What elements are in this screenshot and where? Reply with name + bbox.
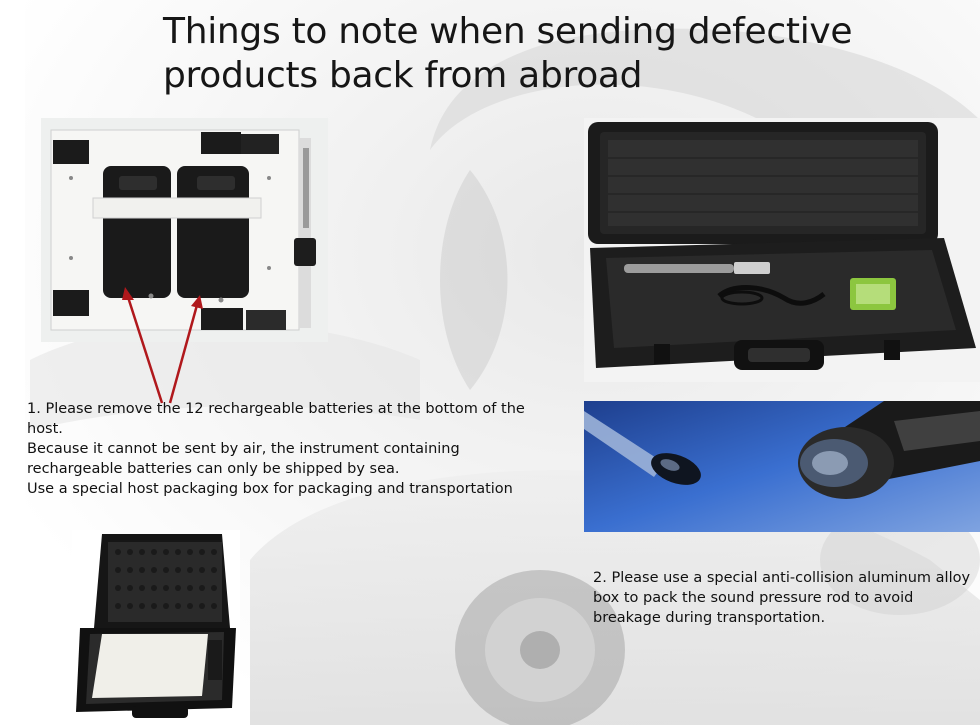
- battery-location-arrows: [122, 287, 203, 404]
- note-2-text: 2. Please use a special anti-collision a…: [593, 568, 973, 628]
- note-1-line-3: Use a special host packaging box for pac…: [27, 481, 513, 497]
- note-1-line-1: 1. Please remove the 12 rechargeable bat…: [27, 401, 525, 437]
- note-1-text: 1. Please remove the 12 rechargeable bat…: [27, 399, 527, 499]
- host-packaging-box-photo: [72, 530, 240, 720]
- arrow-right: [168, 304, 199, 404]
- title-line-1: Things to note when sending defective: [163, 11, 853, 52]
- note-1-line-2: Because it cannot be sent by air, the in…: [27, 441, 460, 477]
- note-2-paragraph: 2. Please use a special anti-collision a…: [593, 570, 971, 626]
- arrow-left: [126, 296, 164, 404]
- host-bottom-photo: [41, 118, 328, 342]
- probe-closeup-photo: [584, 401, 980, 532]
- title-line-2: products back from abroad: [163, 55, 643, 96]
- page-title: Things to note when sending defective pr…: [163, 10, 883, 98]
- rod-case-photo: [584, 118, 980, 382]
